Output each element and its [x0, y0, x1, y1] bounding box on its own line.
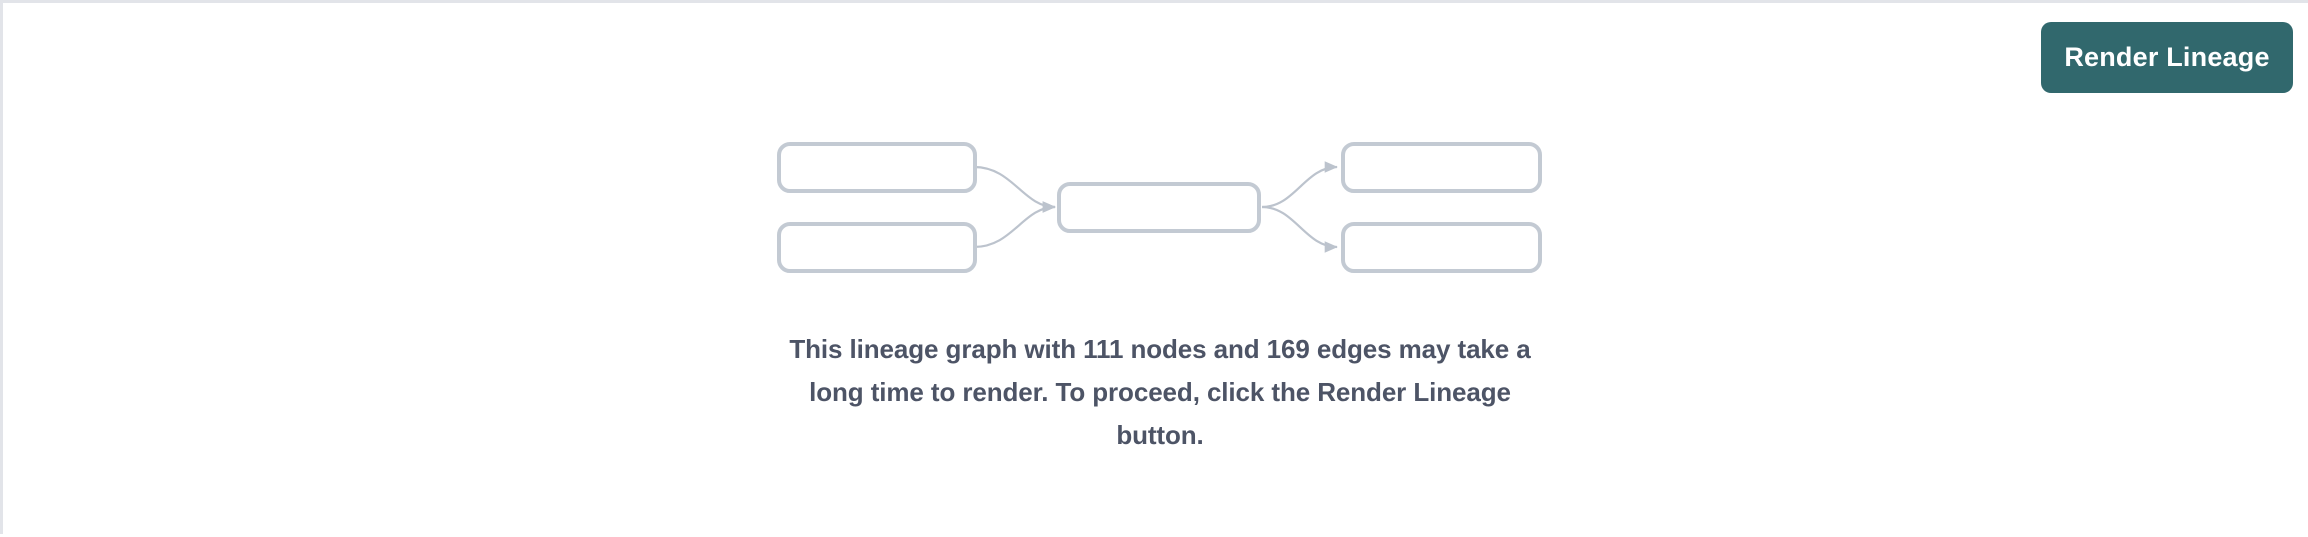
placeholder-node-upstream-2	[777, 222, 977, 273]
render-lineage-button[interactable]: Render Lineage	[2041, 22, 2293, 93]
graph-nodes	[777, 142, 1542, 273]
edge-upstream-1-to-focus	[973, 165, 1056, 213]
graph-placeholder-svg	[777, 142, 1542, 273]
lineage-graph-illustration	[765, 131, 1555, 283]
edge-focus-to-downstream-1	[1261, 161, 1338, 209]
placeholder-node-downstream-2	[1341, 222, 1542, 273]
graph-edges	[973, 161, 1338, 253]
edge-focus-to-downstream-2	[1261, 205, 1338, 253]
placeholder-node-downstream-1	[1341, 142, 1542, 193]
placeholder-node-focus	[1057, 182, 1261, 233]
placeholder-node-upstream-1	[777, 142, 977, 193]
edge-upstream-2-to-focus	[973, 201, 1056, 249]
lineage-empty-state: This lineage graph with 111 nodes and 16…	[3, 3, 2308, 537]
lineage-placeholder-message: This lineage graph with 111 nodes and 16…	[789, 334, 1531, 450]
